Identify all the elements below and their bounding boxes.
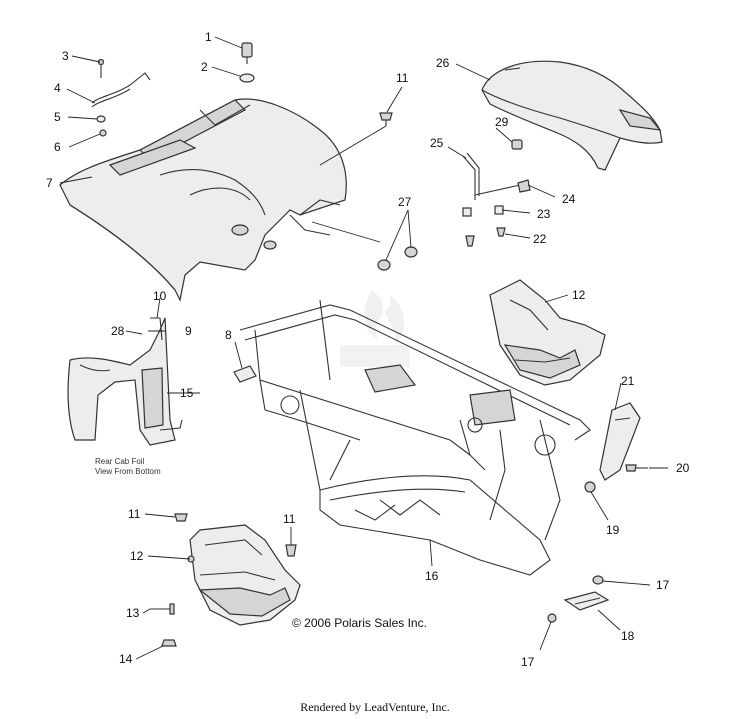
callout-20: 20	[676, 461, 690, 475]
decal-part	[233, 365, 257, 383]
callout-21: 21	[621, 374, 635, 388]
callout-5: 5	[54, 110, 61, 124]
grommets	[377, 246, 418, 271]
callout-17-right: 17	[656, 578, 670, 592]
callout-6: 6	[54, 140, 61, 154]
callout-25: 25	[430, 136, 444, 150]
callout-27: 27	[398, 195, 412, 209]
rear-cab-foil-inset	[67, 317, 183, 446]
callout-9: 9	[185, 324, 192, 338]
callout-13: 13	[126, 606, 140, 620]
callout-11-mid: 11	[283, 512, 296, 526]
callout-15: 15	[180, 386, 194, 400]
rear-cab-part	[59, 98, 347, 302]
callout-10: 10	[153, 289, 167, 303]
callout-4: 4	[54, 81, 61, 95]
skid-bracket-parts	[547, 575, 610, 623]
lower-fasteners	[150, 513, 297, 647]
callout-17-bottom: 17	[521, 655, 535, 669]
bracket-part	[584, 402, 648, 493]
callout-12-upper: 12	[572, 288, 586, 302]
callout-29: 29	[495, 115, 509, 129]
callout-24: 24	[562, 192, 576, 206]
callout-16: 16	[425, 569, 439, 583]
callout-11-left: 11	[128, 507, 141, 521]
callout-18: 18	[621, 629, 635, 643]
footer-credit: Rendered by LeadVenture, Inc.	[300, 700, 450, 714]
seat-latch-parts	[462, 139, 531, 247]
callout-11-top: 11	[396, 71, 409, 85]
inset-caption-line1: Rear Cab Foil	[95, 457, 145, 466]
callout-19: 19	[606, 523, 620, 537]
callout-26: 26	[436, 56, 450, 70]
callout-14: 14	[119, 652, 133, 666]
callout-2: 2	[201, 60, 208, 74]
callout-12-lower: 12	[130, 549, 144, 563]
callout-8: 8	[225, 328, 232, 342]
watermark-logo	[340, 290, 410, 367]
callout-23: 23	[537, 207, 551, 221]
footwell-left-part	[187, 524, 301, 626]
callout-28: 28	[111, 324, 125, 338]
callout-1: 1	[205, 30, 212, 44]
footwell-right-part	[489, 279, 606, 386]
callout-7: 7	[46, 176, 53, 190]
callout-numbers: 1 2 3 4 5 6 7 11 26 29 25 24 23 22 27 10…	[46, 30, 690, 669]
frame-part	[239, 299, 591, 576]
hardware-items-1-6	[91, 42, 255, 137]
leader-lines	[59, 36, 668, 660]
seat-part	[481, 60, 663, 171]
inset-caption-line2: View From Bottom	[95, 467, 161, 476]
callout-3: 3	[62, 49, 69, 63]
push-pin-top	[379, 112, 393, 126]
copyright-notice: © 2006 Polaris Sales Inc.	[292, 616, 427, 630]
callout-22: 22	[533, 232, 547, 246]
